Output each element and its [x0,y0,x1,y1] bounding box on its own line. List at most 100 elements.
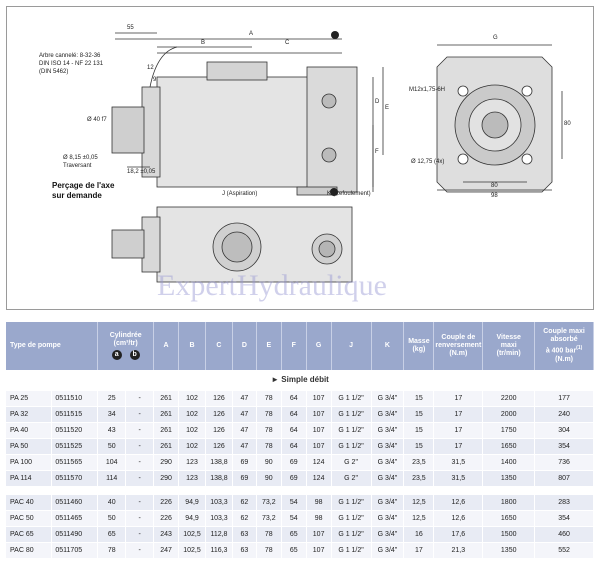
table-cell: 177 [534,390,594,407]
table-cell: - [125,422,155,439]
table-cell: 12,6 [433,510,484,527]
note-aspiration: J (Aspiration) [222,191,258,197]
table-cell: - [125,470,155,487]
note-arbre-3: (DIN 5462) [39,69,69,75]
note-thread: M12x1,75-6H [409,87,446,93]
dim-label-a: A [249,31,254,37]
spec-table-wrap: Type de pompe Cylindrée (cm³/tr) a b A B… [6,322,594,559]
table-cell: 116,3 [205,542,233,559]
table-cell: 21,3 [433,542,484,559]
dim-label-80v: 80 [564,121,571,127]
table-cell: 47 [232,422,257,439]
pump-front-flange-top [141,216,161,273]
table-cell: 64 [281,390,307,407]
table-cell: 0511570 [51,470,99,487]
table-cell: G 3/4" [371,390,405,407]
front-shaft [481,111,509,139]
table-cell: 1650 [482,438,536,455]
dim-label-98: 98 [491,193,498,199]
table-cell: 0511515 [51,406,99,423]
table-cell: 138,8 [205,470,233,487]
table-cell: 354 [534,438,594,455]
table-cell: - [125,542,155,559]
table-cell: 31,5 [433,454,484,471]
table-cell: 102,5 [178,542,206,559]
table-cell: 304 [534,422,594,439]
table-cell: 90 [256,454,282,471]
dim-label-c: C [285,40,290,46]
table-cell: - [125,454,155,471]
table-cell: 0511510 [51,390,99,407]
table-cell: 34 [97,406,127,423]
bolt-hole-2 [521,85,533,97]
table-cell: 23,5 [403,470,435,487]
table-cell: G 3/4" [371,406,405,423]
table-cell: 65 [97,526,127,543]
header-masse-label: Masse [408,338,430,345]
table-cell: 1500 [482,526,536,543]
header-vitesse: Vitesse maxi (tr/min) [482,322,536,370]
refoulement-port-inner [318,240,336,258]
table-cell: 138,8 [205,454,233,471]
note-bore-2: Traversant [63,163,92,169]
dim-label-b: B [201,40,206,46]
table-cell: 78 [256,542,282,559]
table-cell: 69 [281,454,307,471]
spec-table: Type de pompe Cylindrée (cm³/tr) a b A B… [6,322,594,559]
table-cell: 114 [97,470,127,487]
table-cell: 290 [153,454,180,471]
table-cell: 261 [153,422,180,439]
table-cell: G 3/4" [371,438,405,455]
pump-top-block [206,61,268,81]
table-cell: 107 [306,422,332,439]
table-cell: 1350 [482,470,536,487]
table-cell: 124 [306,454,332,471]
dim-label-g: G [493,35,498,41]
table-cell: 98 [306,494,332,511]
table-cell: 15 [403,406,435,423]
table-cell: PAC 40 [6,494,53,511]
dim-label-d: D [375,99,380,105]
table-cell: 552 [534,542,594,559]
header-masse-unit: (kg) [412,346,426,353]
bolt-hole-1 [457,85,469,97]
table-cell: 64 [281,422,307,439]
table-cell: - [125,510,155,527]
header-vitesse-label2: maxi [500,342,517,349]
table-cell: 54 [281,510,307,527]
table-cell: G 3/4" [371,422,405,439]
table-cell: 736 [534,454,594,471]
table-cell: 107 [306,406,332,423]
table-cell: G 2" [331,454,372,471]
table-cell: G 1 1/2" [331,390,372,407]
table-cell: 73,2 [256,510,282,527]
table-cell: PA 40 [6,422,53,439]
header-f: F [281,322,307,370]
table-cell: 261 [153,390,180,407]
table-cell: 62 [232,510,257,527]
table-cell: 0511465 [51,510,99,527]
table-cell: PA 100 [6,454,53,471]
table-cell: 63 [232,542,257,559]
table-cell: 62 [232,494,257,511]
table-cell: 0511705 [51,542,99,559]
header-couple-label2: renversement [435,342,482,349]
dim-label-e: E [385,105,390,111]
table-cell: 65 [281,526,307,543]
header-c: C [205,322,233,370]
table-cell: 290 [153,470,180,487]
port-side-top [321,93,337,109]
marker-b-drawing [330,188,338,196]
header-masse: Masse (kg) [403,322,435,370]
table-cell: 69 [281,470,307,487]
header-vitesse-unit: (tr/min) [496,350,521,357]
header-cmax-label2: absorbé [550,336,578,344]
table-cell: 0511460 [51,494,99,511]
header-a: A [153,322,180,370]
dim-label-12: 12 [147,65,154,71]
table-cell: 126 [205,422,233,439]
dim-label-80h: 80 [491,183,498,189]
